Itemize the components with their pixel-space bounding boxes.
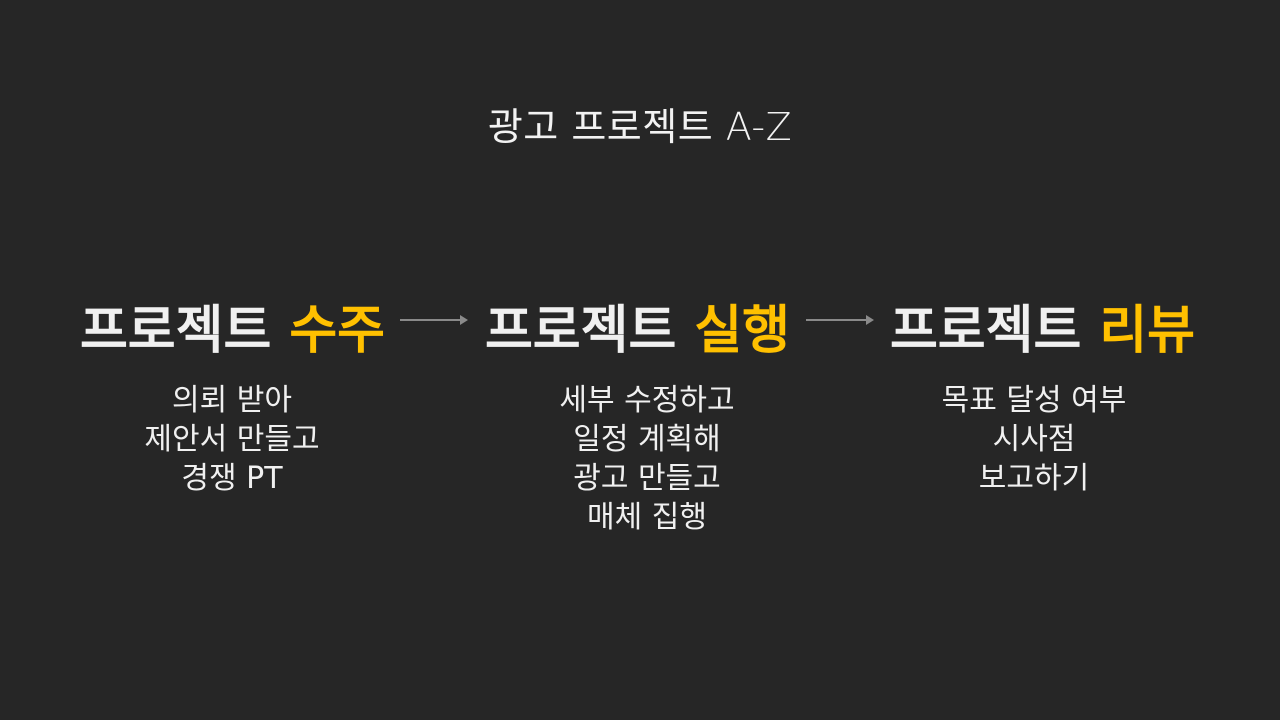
stage-highlight: 리뷰 bbox=[1099, 300, 1196, 361]
stage-label: 프로젝트 bbox=[889, 300, 1082, 361]
stage-highlight: 수주 bbox=[289, 300, 386, 361]
stage-highlight: 실행 bbox=[694, 300, 791, 361]
description-line: 매체 집행 bbox=[587, 500, 707, 535]
description-line: 목표 달성 여부 bbox=[941, 383, 1127, 418]
stage-execution: 프로젝트 실행 bbox=[475, 290, 800, 361]
stage-label: 프로젝트 bbox=[79, 300, 272, 361]
stage-execution-description: 세부 수정하고 일정 계획해 광고 만들고 매체 집행 bbox=[497, 381, 797, 537]
page-title: 광고 프로젝트 A-Z bbox=[487, 105, 793, 149]
arrow-right-icon bbox=[400, 315, 468, 325]
stage-contract: 프로젝트 수주 bbox=[70, 290, 395, 361]
description-line: 의뢰 받아 bbox=[172, 383, 292, 418]
stage-review-description: 목표 달성 여부 시사점 보고하기 bbox=[884, 381, 1184, 498]
stage-contract-description: 의뢰 받아 제안서 만들고 경쟁 PT bbox=[82, 381, 382, 498]
arrow-head bbox=[866, 315, 874, 325]
arrow-shaft bbox=[400, 319, 462, 321]
arrow-right-icon bbox=[806, 315, 874, 325]
arrow-head bbox=[460, 315, 468, 325]
description-line: 일정 계획해 bbox=[573, 422, 721, 457]
description-line: 보고하기 bbox=[978, 461, 1090, 496]
description-line: 광고 만들고 bbox=[573, 461, 721, 496]
stage-label: 프로젝트 bbox=[484, 300, 677, 361]
arrow-shaft bbox=[806, 319, 868, 321]
description-line: 경쟁 PT bbox=[181, 461, 283, 496]
description-line: 제안서 만들고 bbox=[144, 422, 320, 457]
description-line: 세부 수정하고 bbox=[559, 383, 735, 418]
stage-review: 프로젝트 리뷰 bbox=[880, 290, 1205, 361]
description-line: 시사점 bbox=[992, 422, 1076, 457]
